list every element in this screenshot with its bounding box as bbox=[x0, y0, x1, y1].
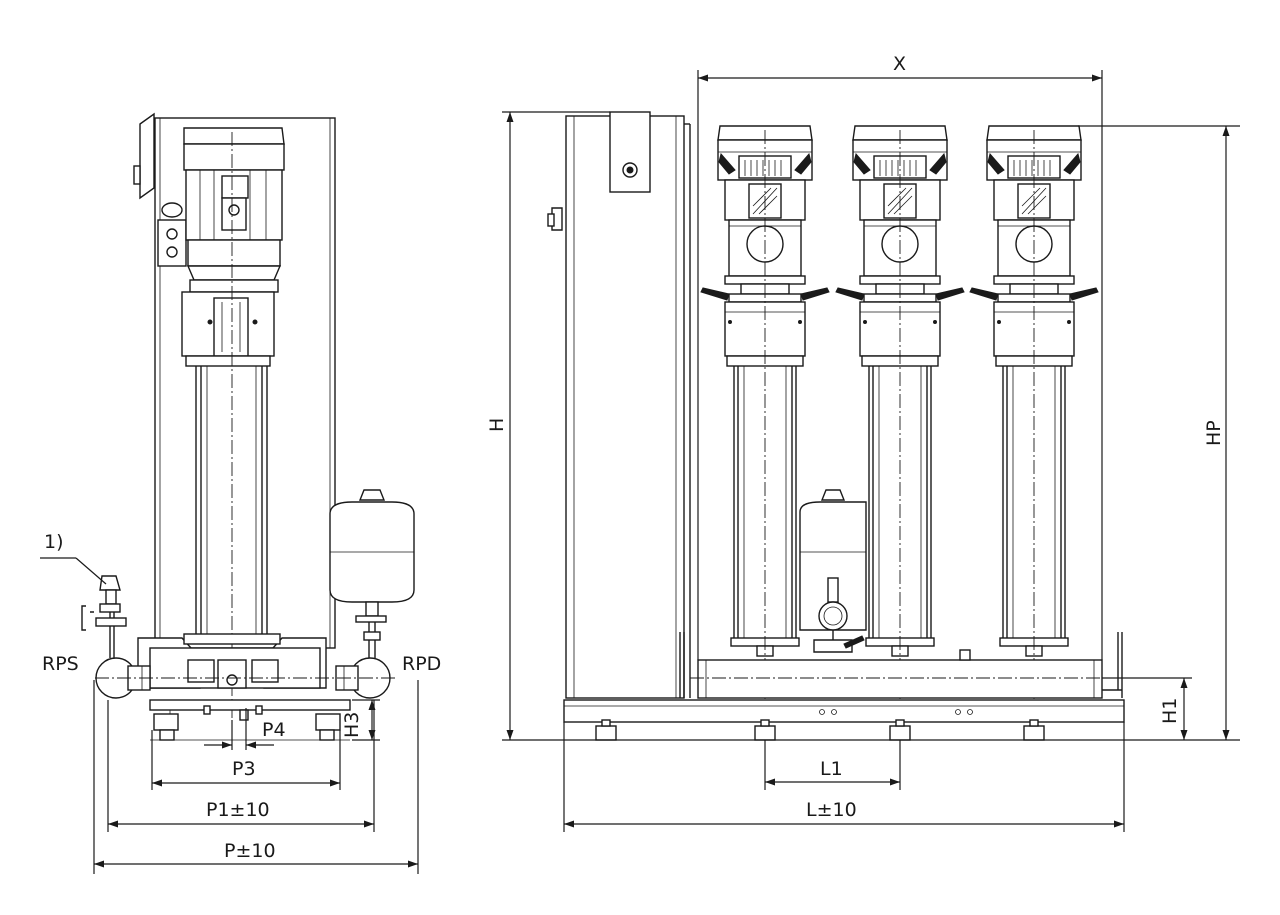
label-rpd: RPD bbox=[402, 653, 441, 675]
label-h: H bbox=[486, 418, 508, 432]
side-view-dimensions bbox=[40, 557, 419, 874]
front-view bbox=[547, 111, 1136, 741]
label-p4: P4 bbox=[262, 719, 286, 741]
dimension-labels: 1) RPS RPD P4 H3 P3 P1±10 P±10 X H HP H1… bbox=[42, 53, 1225, 862]
label-hp: HP bbox=[1203, 420, 1225, 446]
label-l: L±10 bbox=[806, 799, 857, 821]
side-view bbox=[81, 112, 415, 741]
label-note-1: 1) bbox=[44, 531, 64, 553]
label-h3: H3 bbox=[341, 712, 363, 738]
label-p1: P1±10 bbox=[206, 799, 270, 821]
label-p3: P3 bbox=[232, 758, 256, 780]
label-p: P±10 bbox=[224, 840, 276, 862]
label-h1: H1 bbox=[1159, 698, 1181, 724]
label-x: X bbox=[893, 53, 906, 75]
label-rps: RPS bbox=[42, 653, 79, 675]
front-view-dimensions bbox=[502, 70, 1240, 832]
label-l1: L1 bbox=[820, 758, 843, 780]
